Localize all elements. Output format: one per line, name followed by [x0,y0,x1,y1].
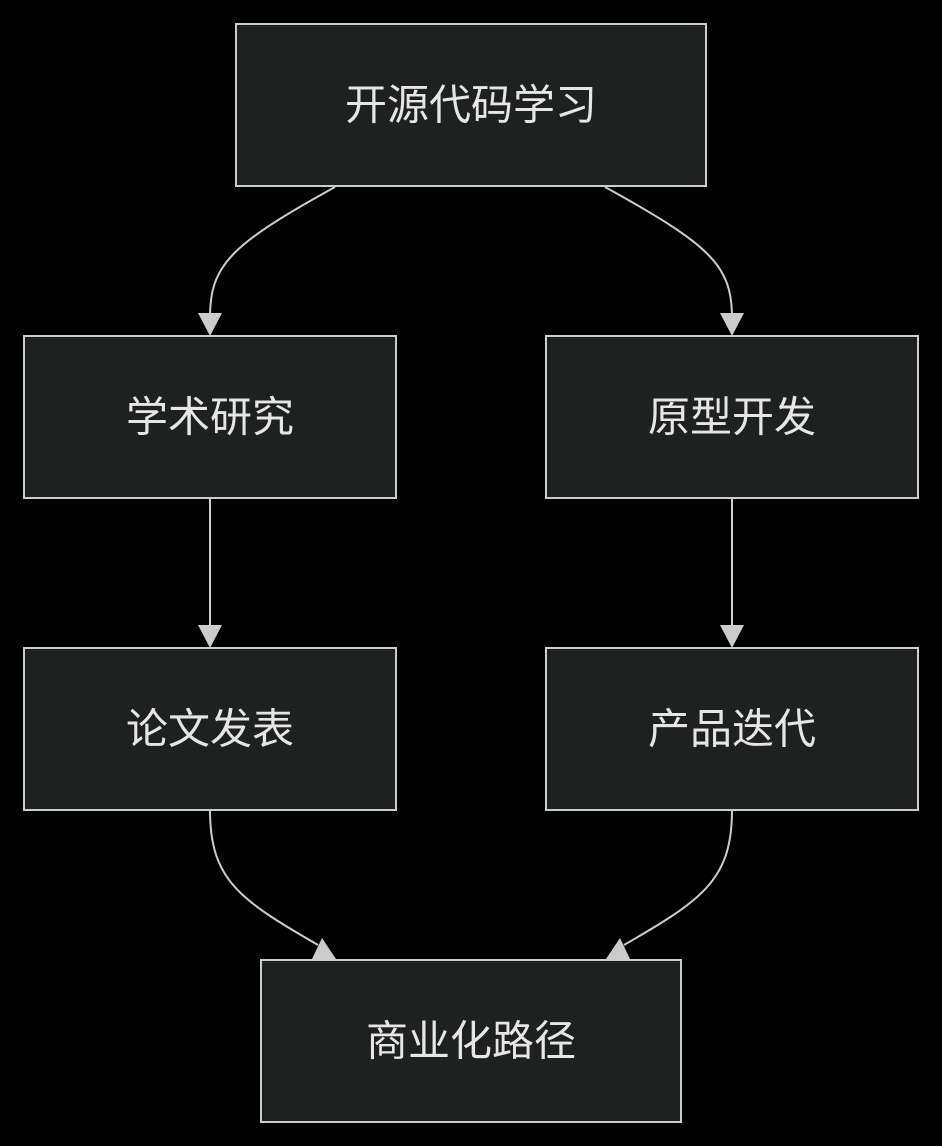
node-box [235,23,707,187]
arrow-n3-n5 [720,625,744,648]
node-box [23,647,397,811]
node-n2: 学术研究 [23,335,397,499]
node-box [260,959,682,1123]
node-label-paper-publication: 论文发表 [126,705,294,754]
edge-n4-n6 [209,809,319,946]
node-n5: 产品迭代 [545,647,919,811]
node-label-open-source-learning: 开源代码学习 [345,81,597,130]
edges [198,186,744,959]
arrow-n1-n3 [720,313,744,336]
edge-n1-n3 [604,186,733,319]
arrow-n5-n6 [606,938,630,959]
node-label-academic-research: 学术研究 [126,393,294,442]
node-box [545,335,919,499]
edge-n5-n6 [623,809,733,946]
node-label-commercialization-path: 商业化路径 [366,1017,576,1066]
node-label-product-iteration: 产品迭代 [648,705,816,754]
node-box [23,335,397,499]
node-label-prototype-development: 原型开发 [648,393,816,442]
node-box [545,647,919,811]
arrow-n2-n4 [198,625,222,648]
node-n1: 开源代码学习 [235,23,707,187]
arrow-n4-n6 [312,938,336,959]
node-n3: 原型开发 [545,335,919,499]
edge-n1-n2 [209,186,336,319]
node-n6: 商业化路径 [260,959,682,1123]
arrow-n1-n2 [198,313,222,336]
node-n4: 论文发表 [23,647,397,811]
